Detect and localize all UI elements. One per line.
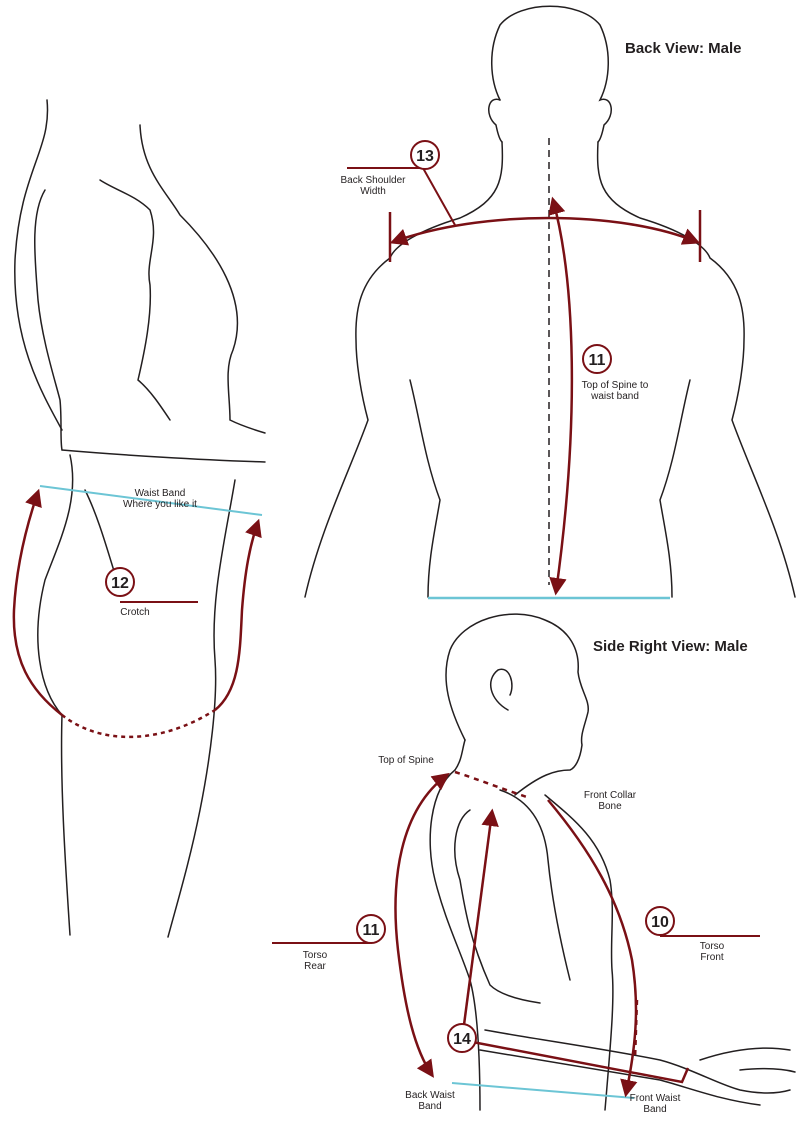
callout-10: 10 <box>646 907 674 935</box>
callout-14: 14 <box>448 1024 476 1052</box>
back-waist-label-line2: Band <box>395 1101 465 1112</box>
torso-front-label-line1: Torso <box>692 941 732 952</box>
callout-12: 12 <box>106 568 134 596</box>
spine-waist-label: Top of Spine to waist band <box>570 380 660 402</box>
side-measures <box>272 772 760 1094</box>
back-waist-label: Back Waist Band <box>395 1090 465 1112</box>
torso-front-label: Torso Front <box>692 941 732 963</box>
waist-band-label: Waist Band Where you like it <box>110 488 210 510</box>
front-waist-label-line1: Front Waist <box>620 1093 690 1104</box>
callout-13-number: 13 <box>416 148 434 165</box>
callout-11-back-number: 11 <box>589 352 606 369</box>
front-waist-label: Front Waist Band <box>620 1093 690 1115</box>
back-waist-label-line1: Back Waist <box>395 1090 465 1101</box>
front-collar-label: Front Collar Bone <box>575 790 645 812</box>
top-of-spine-label: Top of Spine <box>374 755 438 766</box>
spine-waist-label-line1: Top of Spine to <box>570 380 660 391</box>
back-view-figure <box>305 6 795 597</box>
callout-10-number: 10 <box>651 914 669 931</box>
torso-rear-label-line1: Torso <box>295 950 335 961</box>
crotch-label: Crotch <box>110 607 160 618</box>
waist-band-label-line2: Where you like it <box>110 499 210 510</box>
callout-13: 13 <box>411 141 439 169</box>
side-view-title: Side Right View: Male <box>593 638 748 655</box>
front-collar-label-line1: Front Collar <box>575 790 645 801</box>
back-shoulder-label-line2: Width <box>333 186 413 197</box>
waist-band-label-line1: Waist Band <box>110 488 210 499</box>
back-shoulder-label: Back Shoulder Width <box>333 175 413 197</box>
front-waist-label-line2: Band <box>620 1104 690 1115</box>
callout-11-side-number: 11 <box>363 922 380 939</box>
front-collar-label-line2: Bone <box>575 801 645 812</box>
torso-rear-label: Torso Rear <box>295 950 335 972</box>
callout-11-side: 11 <box>357 915 385 943</box>
back-shoulder-label-line1: Back Shoulder <box>333 175 413 186</box>
torso-front-label-line2: Front <box>692 952 732 963</box>
back-view-title: Back View: Male <box>625 40 741 57</box>
lower-body-figure <box>15 100 265 937</box>
callout-12-number: 12 <box>111 575 129 592</box>
torso-rear-label-line2: Rear <box>295 961 335 972</box>
callout-14-number: 14 <box>453 1031 471 1048</box>
spine-waist-label-line2: waist band <box>570 391 660 402</box>
callout-11-back: 11 <box>583 345 611 373</box>
